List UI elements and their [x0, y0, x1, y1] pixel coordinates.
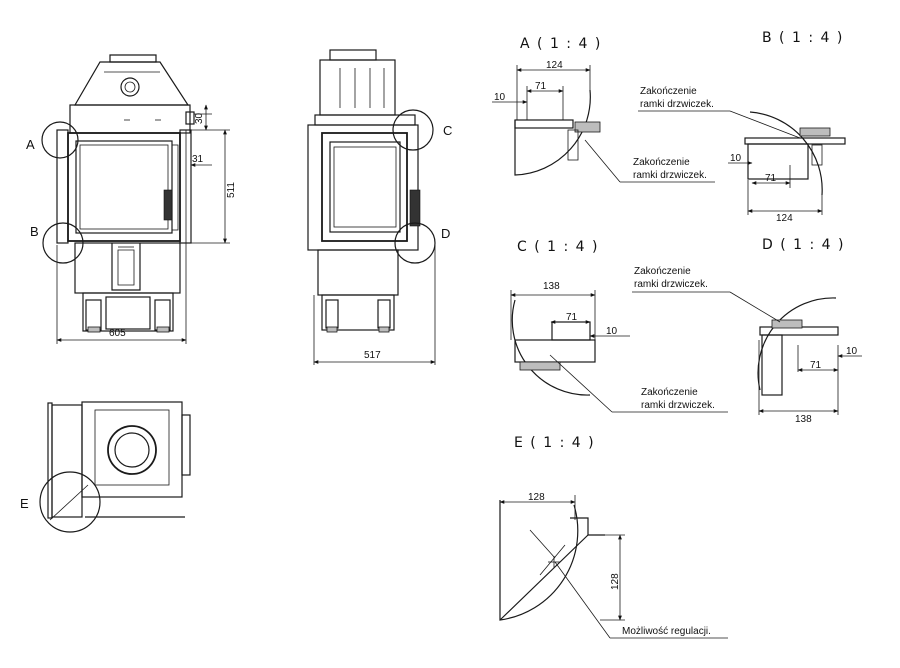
dim-door-offset: 30 — [194, 112, 205, 124]
detail-b-dim-small: 10 — [730, 153, 742, 164]
detail-e: E ( 1 : 4 ) 128 128 Możliwość regulacji. — [499, 435, 728, 639]
dim-depth: 517 — [364, 350, 381, 361]
detail-d-dim-mid: 71 — [810, 360, 822, 371]
detail-a-note-line2: ramki drzwiczek. — [633, 170, 707, 181]
detail-a-dim-small: 10 — [494, 92, 506, 103]
detail-e-title: E ( 1 : 4 ) — [514, 435, 595, 451]
callout-circle-e — [39, 471, 101, 533]
dim-height: 511 — [226, 182, 237, 198]
detail-c-dim-small: 10 — [606, 326, 618, 337]
detail-c-title: C ( 1 : 4 ) — [517, 239, 599, 255]
detail-a-title: A ( 1 : 4 ) — [520, 36, 602, 52]
detail-d-note-line2: ramki drzwiczek. — [634, 279, 708, 290]
detail-a-dim-total: 124 — [546, 60, 563, 71]
detail-d-dim-small: 10 — [846, 346, 858, 357]
detail-c-note-line1: Zakończenie — [641, 387, 698, 398]
callout-label-c: C — [443, 123, 452, 138]
side-view: C D 517 — [307, 49, 452, 365]
detail-c-note-line2: ramki drzwiczek. — [641, 400, 715, 411]
detail-d-title: D ( 1 : 4 ) — [762, 237, 845, 253]
callout-label-a: A — [26, 137, 35, 152]
front-view: A B 605 511 30 31 — [26, 54, 237, 344]
dim-width: 605 — [109, 328, 126, 339]
detail-a: A ( 1 : 4 ) 124 71 10 Zakończenie ramki … — [492, 36, 715, 183]
callout-label-e: E — [20, 496, 29, 511]
detail-b-title: B ( 1 : 4 ) — [762, 30, 844, 46]
detail-a-dim-mid: 71 — [535, 81, 547, 92]
top-view: E — [20, 401, 191, 533]
detail-d: D ( 1 : 4 ) 138 71 10 Zakończenie ramki … — [632, 237, 862, 425]
callout-label-d: D — [441, 226, 450, 241]
detail-b-dim-total: 124 — [776, 213, 793, 224]
detail-e-dim-h: 128 — [528, 492, 545, 503]
detail-c: C ( 1 : 4 ) 138 71 10 Zakończenie ramki … — [510, 239, 728, 413]
callout-circle-d — [394, 222, 436, 264]
detail-b-note-line1: Zakończenie — [640, 86, 697, 97]
detail-e-note: Możliwość regulacji. — [622, 626, 711, 637]
detail-b-dim-mid: 71 — [765, 173, 777, 184]
callout-circle-a — [41, 121, 79, 159]
callout-circle-c — [392, 109, 434, 151]
callout-label-b: B — [30, 224, 39, 239]
detail-d-dim-total: 138 — [795, 414, 812, 425]
callout-circle-b — [42, 222, 84, 264]
detail-c-dim-mid: 71 — [566, 312, 578, 323]
detail-b: B ( 1 : 4 ) 124 71 10 Zakończenie ramki … — [638, 30, 846, 224]
detail-a-note-line1: Zakończenie — [633, 157, 690, 168]
detail-e-dim-v: 128 — [610, 573, 621, 590]
detail-d-note-line1: Zakończenie — [634, 266, 691, 277]
detail-b-note-line2: ramki drzwiczek. — [640, 99, 714, 110]
dim-side-offset: 31 — [192, 154, 204, 165]
detail-c-dim-total: 138 — [543, 281, 560, 292]
